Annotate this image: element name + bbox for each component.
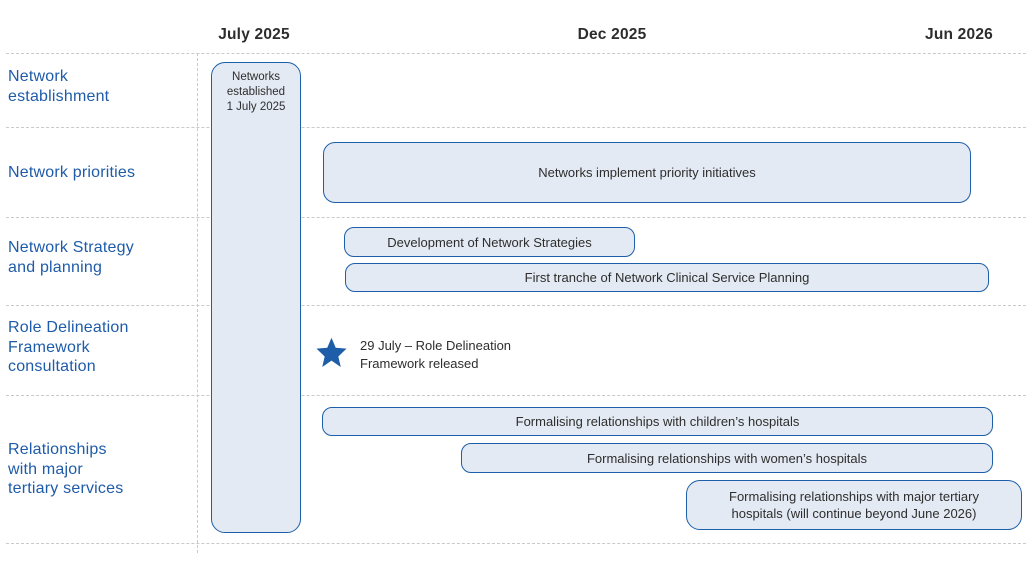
row-divider <box>6 305 1026 306</box>
bar-implement-priority-initiatives: Networks implement priority initiatives <box>323 142 971 203</box>
row-divider <box>6 217 1026 218</box>
bar-major-tertiary-hospitals: Formalising relationships with major ter… <box>686 480 1022 530</box>
row-divider <box>6 127 1026 128</box>
star-icon <box>316 337 347 367</box>
bar-first-tranche-clinical-planning: First tranche of Network Clinical Servic… <box>345 263 989 292</box>
row-label-relationships-tertiary: Relationships with major tertiary servic… <box>8 441 124 497</box>
row-divider <box>6 395 1026 396</box>
row-label-network-strategy-planning: Network Strategy and planning <box>8 239 134 276</box>
bar-networks-established: Networks established 1 July 2025 <box>211 62 301 533</box>
bar-development-network-strategies: Development of Network Strategies <box>344 227 635 257</box>
milestone-label-role-delineation-released: 29 July – Role Delineation Framework rel… <box>360 338 512 371</box>
bar-childrens-hospitals: Formalising relationships with children’… <box>322 407 993 436</box>
column-header-dec-2025: Dec 2025 <box>577 26 647 43</box>
bar-womens-hospitals: Formalising relationships with women’s h… <box>461 443 993 473</box>
row-divider <box>6 543 1026 544</box>
row-label-network-priorities: Network priorities <box>8 164 136 181</box>
label-column-divider <box>197 53 198 553</box>
row-divider <box>6 53 1026 54</box>
column-header-jun-2026: Jun 2026 <box>925 26 993 43</box>
row-label-network-establishment: Network establishment <box>8 68 110 105</box>
column-header-july-2025: July 2025 <box>218 26 290 43</box>
row-label-role-delineation: Role Delineation Framework consultation <box>8 319 129 375</box>
